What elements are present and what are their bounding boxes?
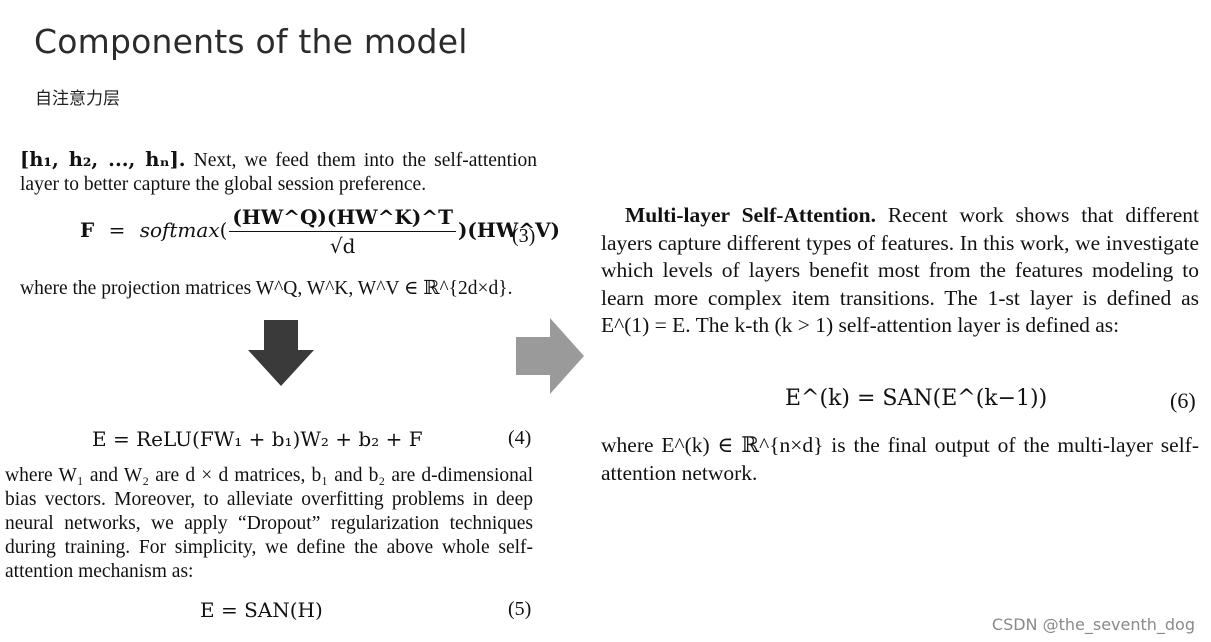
- csdn-watermark: CSDN @the_seventh_dog: [991, 615, 1195, 634]
- intro-text: Next, we feed them into the self-attenti…: [20, 150, 538, 195]
- arrow-down-icon: [248, 320, 314, 386]
- intro-paragraph: [h₁, h₂, ..., hₙ]. Next, we feed them in…: [20, 148, 537, 197]
- eq3-equals: =: [108, 218, 126, 242]
- intro-vector: [h₁, h₂, ..., hₙ].: [20, 148, 186, 171]
- dropout-paragraph: where W₁ and W₂ are d × d matrices, b₁ a…: [5, 465, 533, 582]
- projection-sentence: where the projection matrices W^Q, W^K, …: [20, 278, 513, 299]
- equation-3: F = softmax( (HW^Q)(HW^K)^T √d )(HW^V): [80, 205, 560, 258]
- slide-title: Components of the model: [34, 22, 468, 61]
- multilayer-text: Recent work shows that different layers …: [601, 203, 1199, 337]
- multilayer-heading: Multi-layer Self-Attention.: [625, 203, 876, 227]
- equation-4: E = ReLU(FW₁ + b₁)W₂ + b₂ + F: [92, 427, 423, 451]
- eq3-denominator: √d: [329, 234, 356, 258]
- eq3-func: softmax: [139, 218, 220, 242]
- eq5-number: (5): [508, 598, 532, 620]
- eq6-number: (6): [1170, 388, 1196, 413]
- eq3-number: (3): [512, 225, 536, 247]
- eq4-number: (4): [508, 427, 532, 449]
- equation-5: E = SAN(H): [200, 598, 323, 622]
- eq3-fraction: (HW^Q)(HW^K)^T √d: [229, 205, 456, 258]
- equation-6: E^(k) = SAN(E^(k−1)): [785, 386, 1048, 411]
- eq3-lhs: F: [80, 218, 95, 242]
- eq3-numerator: (HW^Q)(HW^K)^T: [229, 205, 456, 232]
- final-output-sentence: where E^(k) ∈ ℝ^{n×d} is the final outpu…: [601, 433, 1199, 485]
- eq3-tail: )(HW^V): [457, 218, 560, 242]
- slide-subtitle: 自注意力层: [35, 89, 120, 109]
- multilayer-paragraph: Multi-layer Self-Attention. Recent work …: [601, 202, 1199, 340]
- arrow-right-icon: [516, 318, 584, 394]
